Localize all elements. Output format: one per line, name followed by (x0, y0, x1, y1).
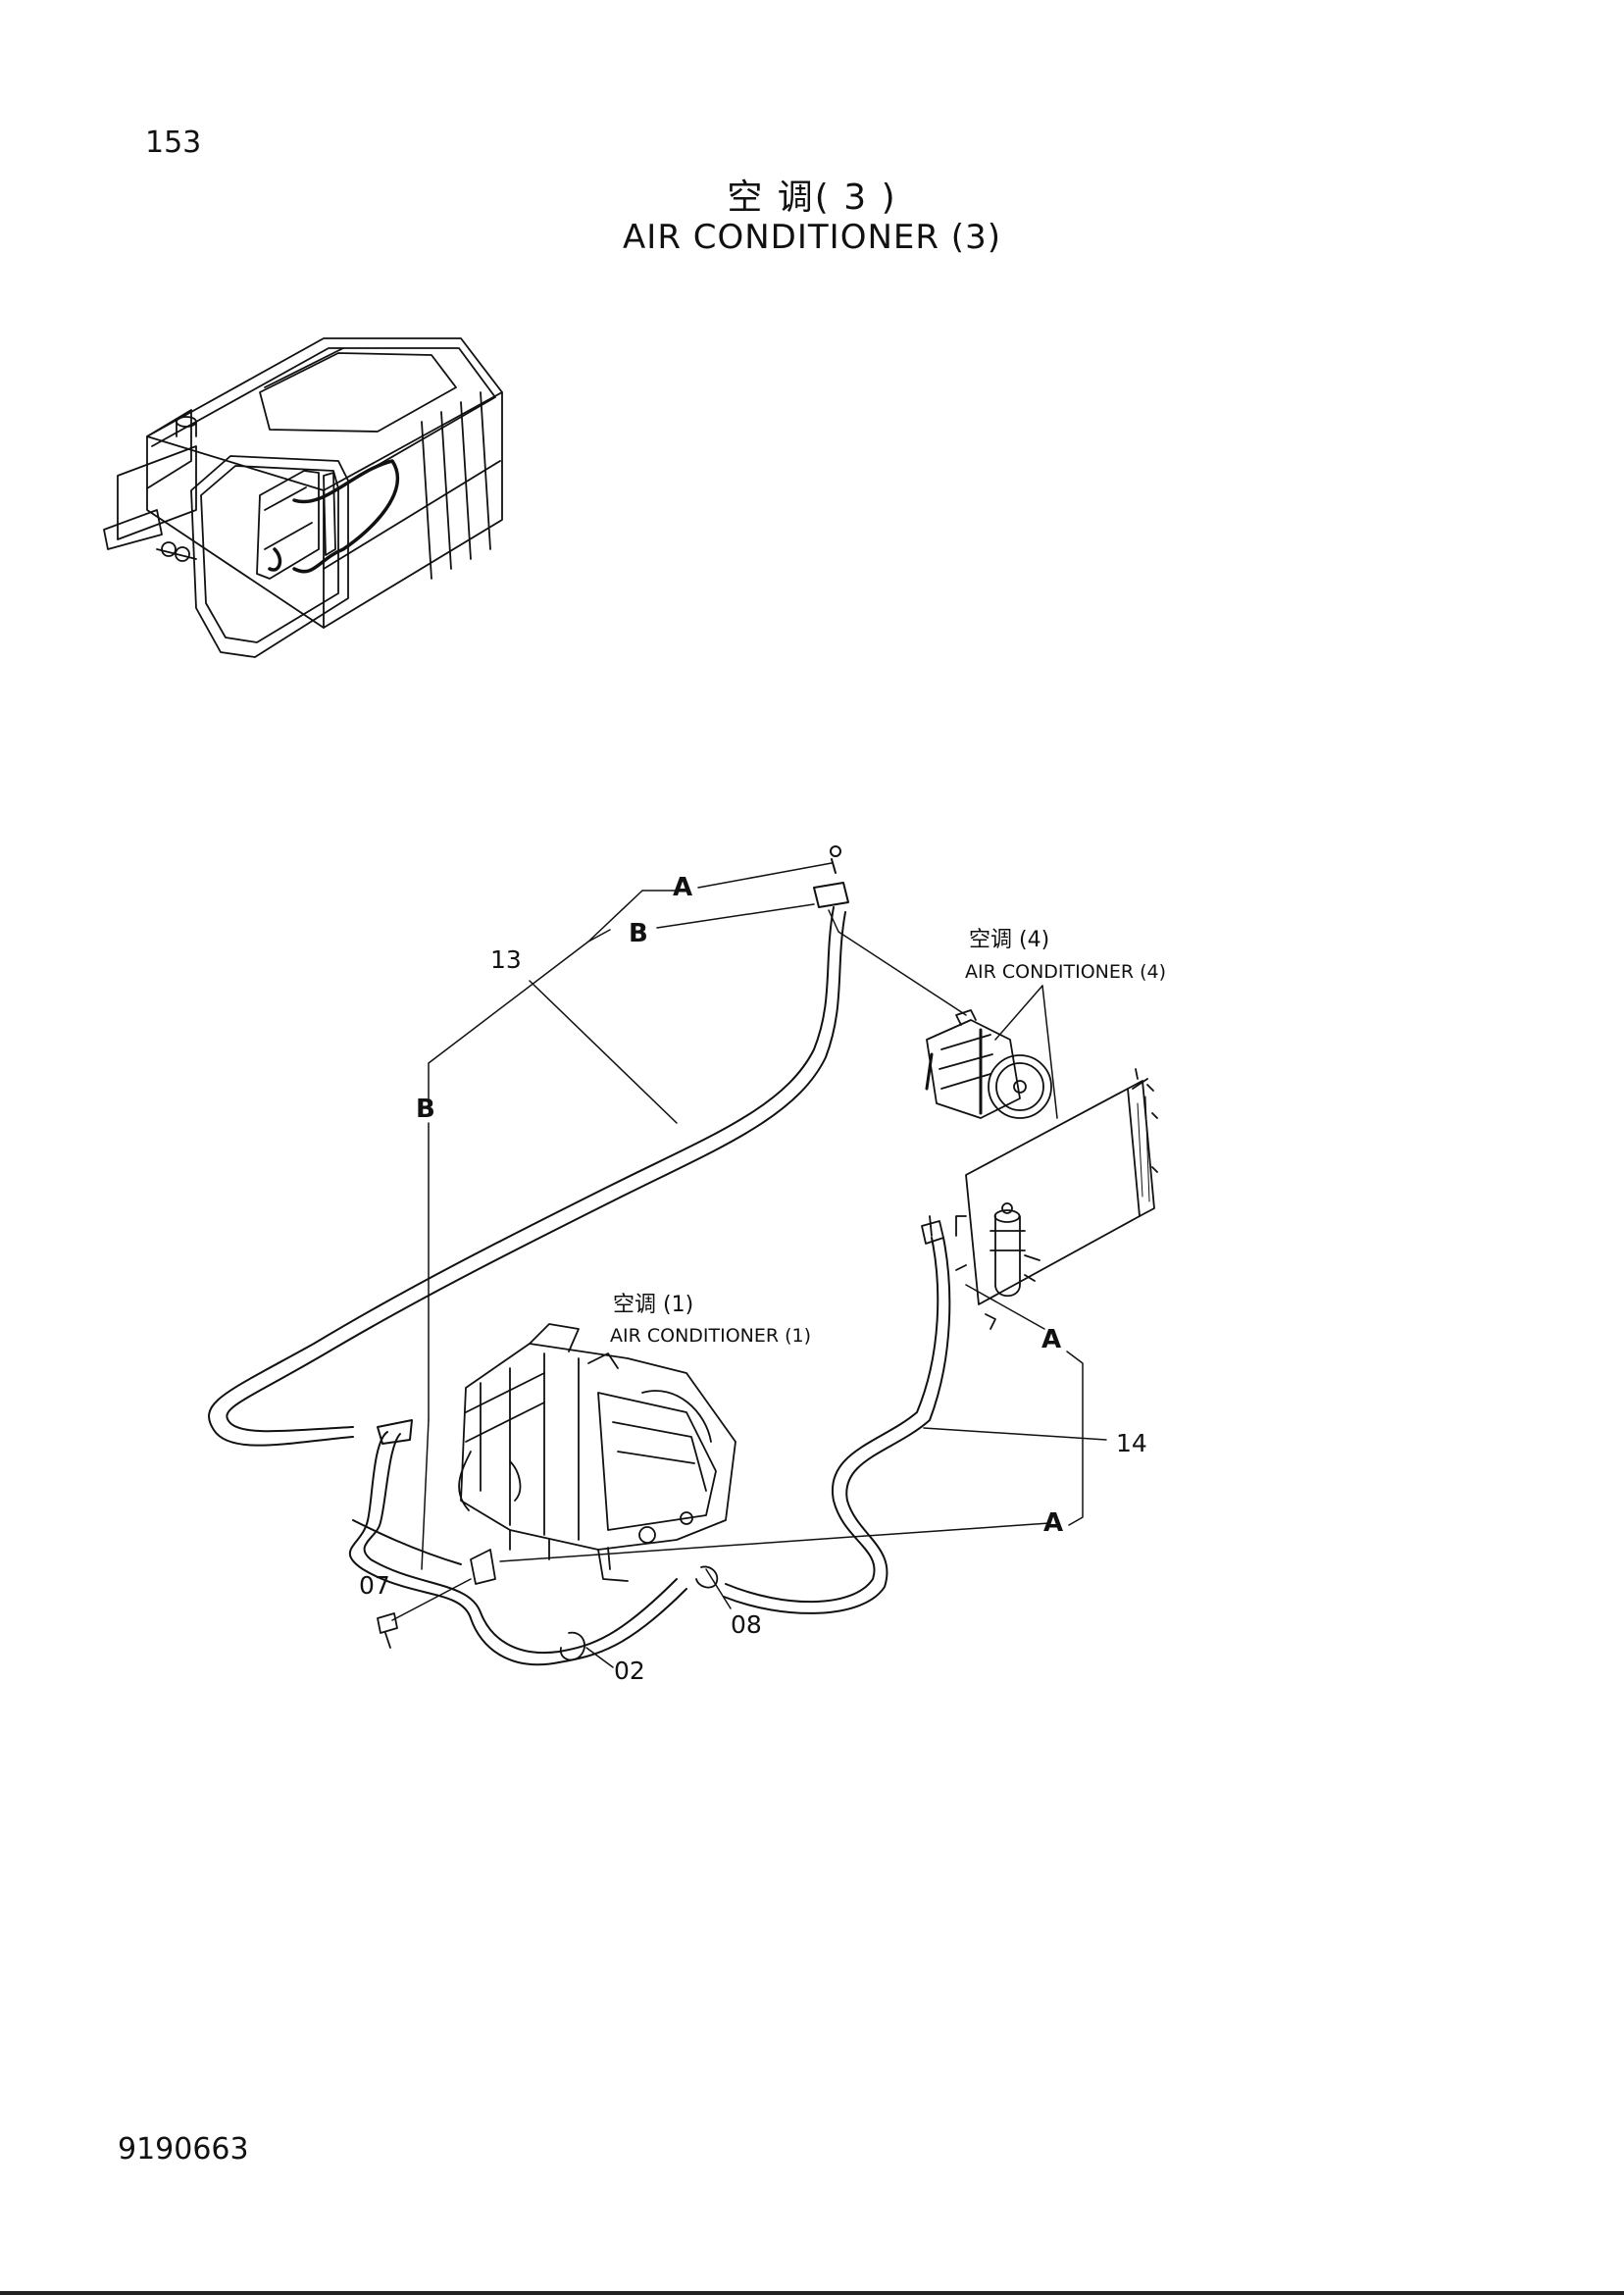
callout-a-right: A (1041, 1325, 1061, 1354)
document-number: 9190663 (118, 2132, 249, 2167)
hose-13 (208, 845, 849, 1447)
compressor-illustration (925, 1009, 1052, 1119)
page-title-chinese: 空 调( 3 ) (727, 178, 897, 218)
callout-08: 08 (731, 1610, 762, 1639)
air-conditioner-unit-illustration (458, 1323, 736, 1585)
condenser-illustration (921, 1068, 1158, 1330)
callout-a-top: A (673, 873, 692, 902)
bottom-rule (0, 2291, 1624, 2295)
reference-ac1-chinese: 空调 (1) (613, 1293, 693, 1317)
hose-14 (723, 1237, 951, 1614)
reference-ac4-english: AIR CONDITIONER (4) (965, 961, 1166, 983)
excavator-overview-illustration (103, 337, 503, 658)
callout-b-top: B (629, 919, 648, 948)
bolt-07 (377, 1612, 398, 1649)
reference-ac4-chinese: 空调 (4) (969, 928, 1049, 952)
clamp-08 (695, 1565, 719, 1589)
leader-lines (391, 862, 1107, 1668)
page-title-english: AIR CONDITIONER (3) (623, 218, 1001, 257)
lower-hoses (348, 1419, 687, 1666)
callout-a-bottom: A (1043, 1508, 1063, 1538)
reference-ac1-english: AIR CONDITIONER (1) (610, 1325, 811, 1347)
callout-02: 02 (614, 1657, 645, 1685)
callout-13: 13 (490, 945, 522, 974)
callout-b-left: B (416, 1095, 435, 1124)
page-number: 153 (145, 126, 202, 160)
callout-14: 14 (1116, 1429, 1147, 1457)
callout-07: 07 (359, 1571, 390, 1600)
clamp-02 (559, 1631, 585, 1661)
